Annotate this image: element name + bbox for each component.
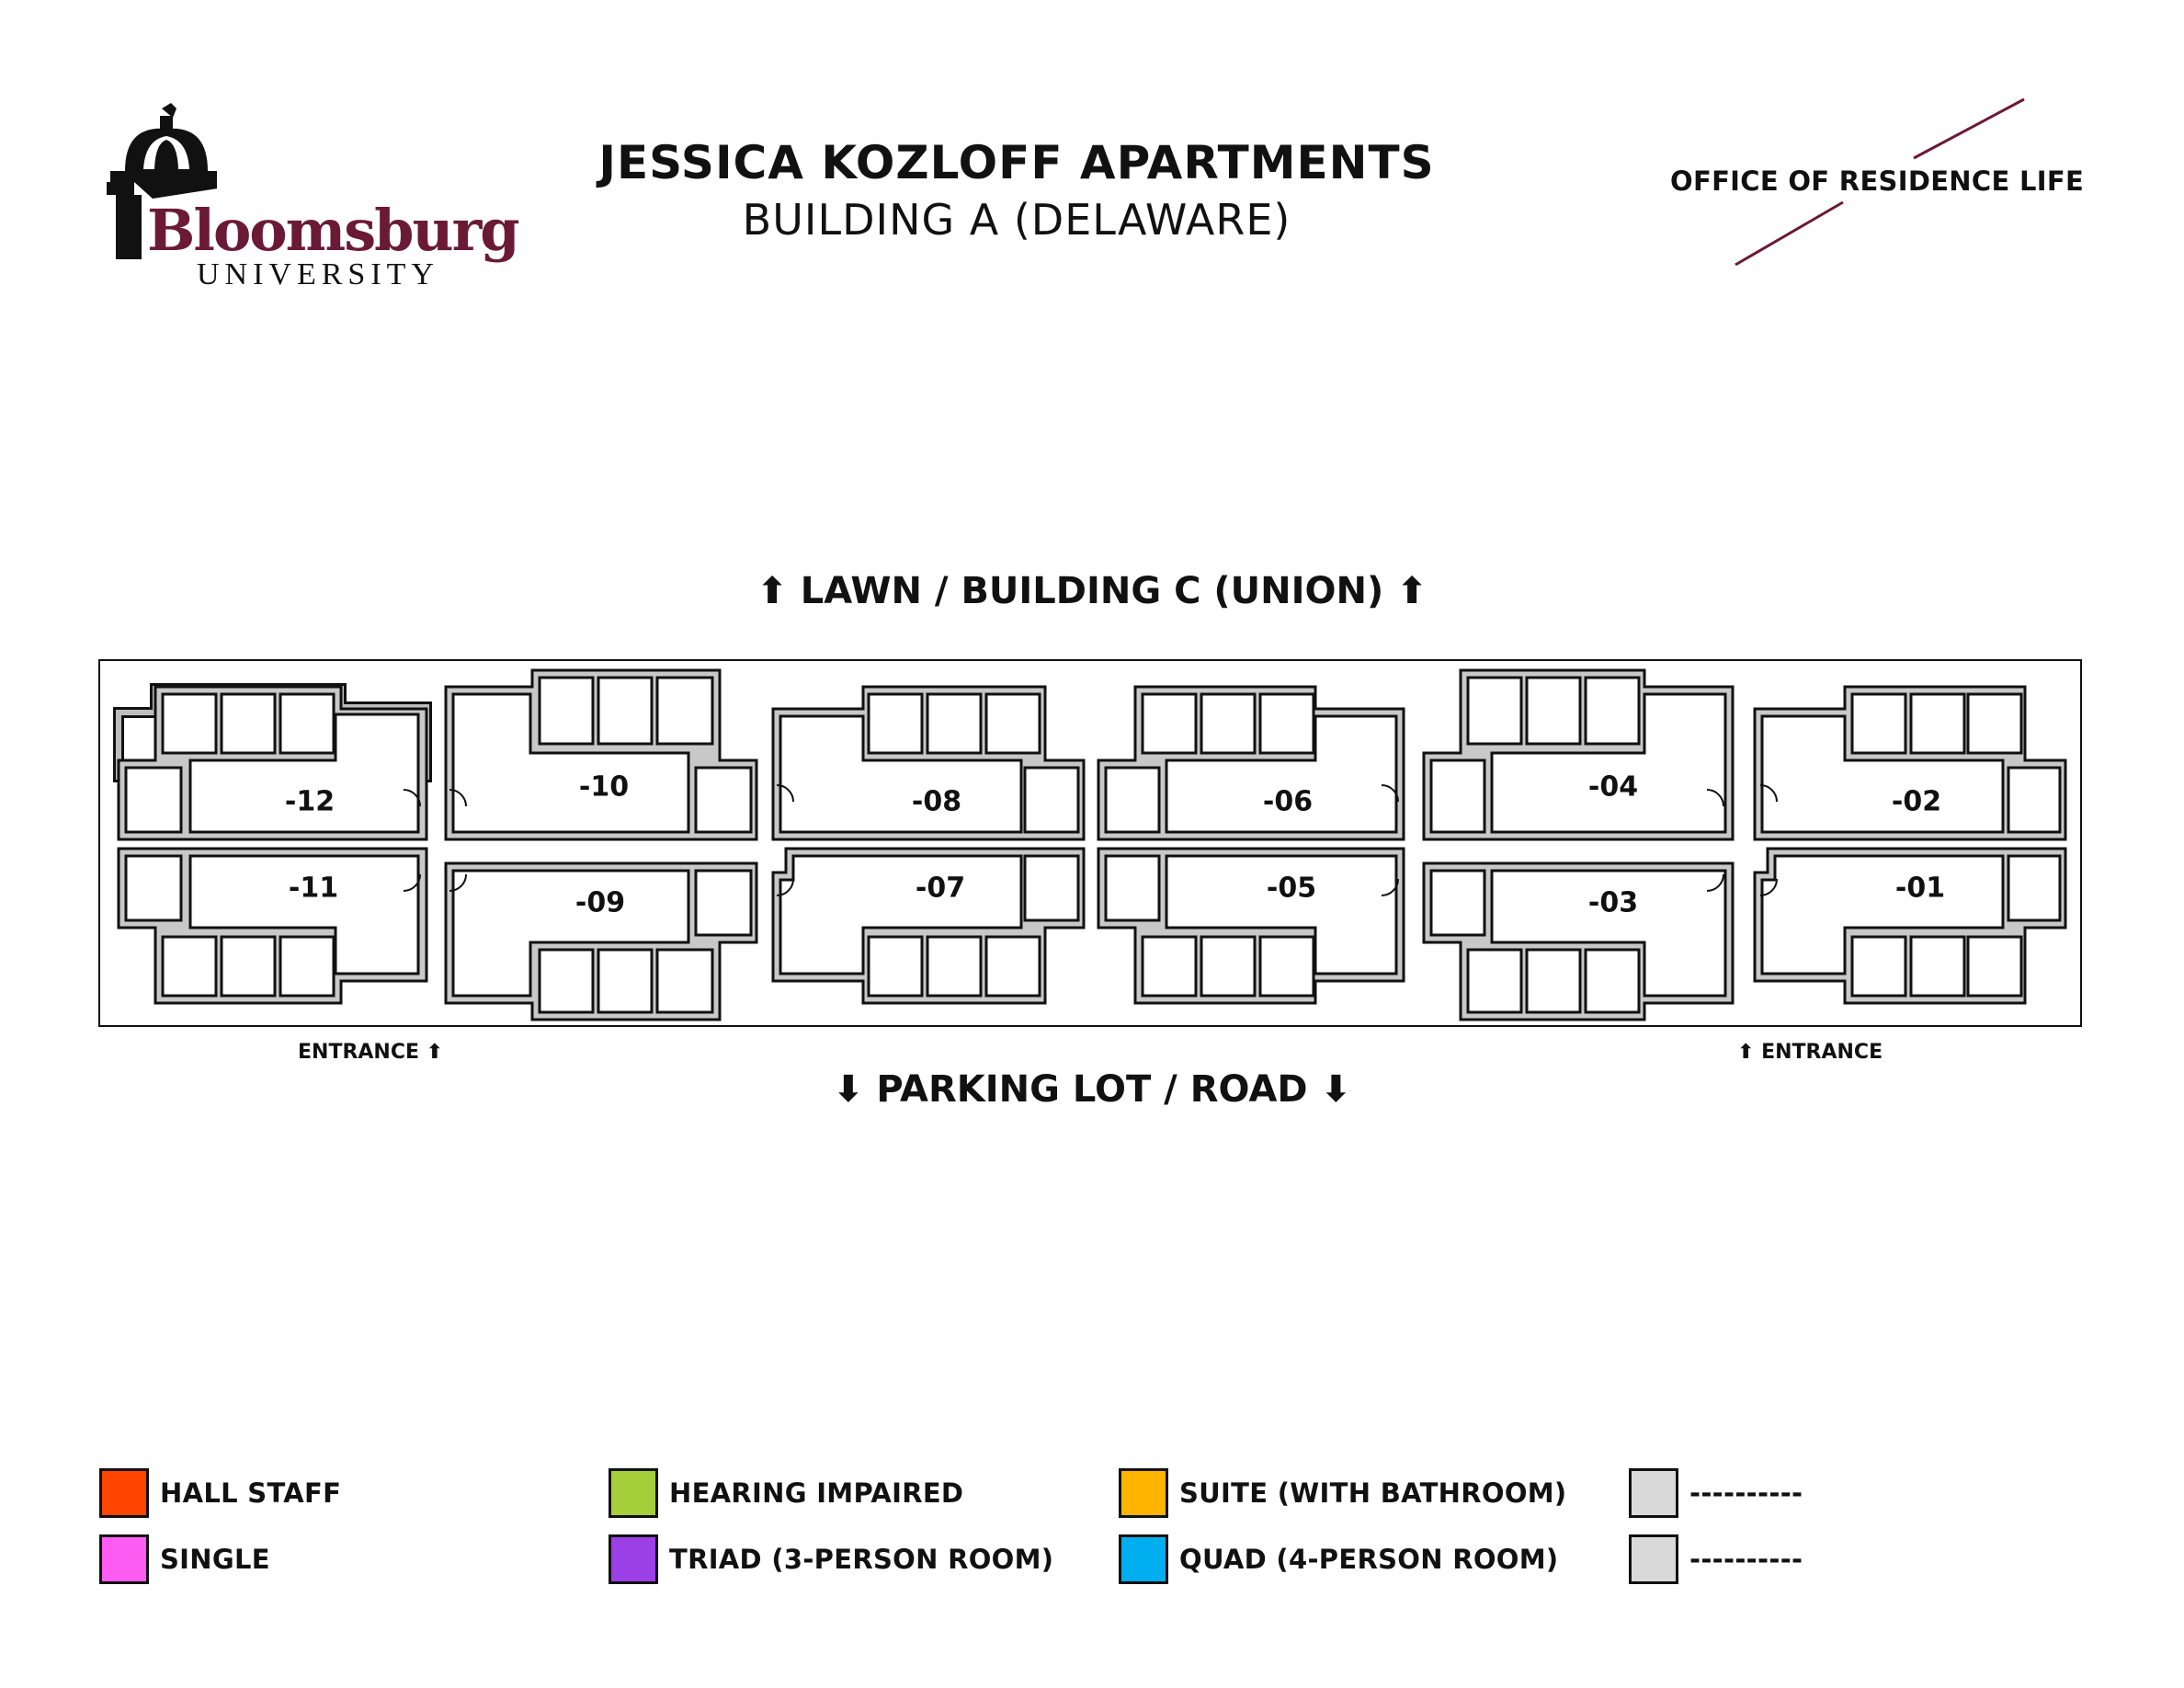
arrow-down-icon: ⬇ — [832, 1068, 864, 1111]
page-subtitle: BUILDING A (DELAWARE) — [742, 195, 1291, 245]
apt-03-plan — [1422, 861, 1735, 1021]
apt-label-01: -01 — [1894, 872, 1946, 905]
arrow-up-icon: ⬆ — [426, 1041, 444, 1064]
arrow-up-icon: ⬆ — [756, 570, 788, 612]
apt-02-plan — [1753, 685, 2067, 841]
legend-triad: TRIAD (3-PERSON ROOM) — [609, 1532, 1053, 1587]
apt-12-plan — [117, 685, 428, 841]
swatch-triad — [609, 1534, 658, 1584]
apt-label-03: -03 — [1587, 886, 1639, 919]
apt-11-plan — [117, 847, 428, 1005]
office-of-residence-life: OFFICE OF RESIDENCE LIFE — [1655, 92, 2114, 276]
logo-wordmark: Bloomsburg — [147, 197, 520, 264]
legend-blank-1: ---------- — [1629, 1466, 1803, 1521]
legend-hearing-impaired: HEARING IMPAIRED — [609, 1466, 963, 1521]
apt-label-08: -08 — [911, 785, 962, 818]
swatch-hearing-impaired — [609, 1468, 658, 1518]
apt-05-plan — [1097, 847, 1405, 1005]
apt-07-plan — [771, 847, 1086, 1005]
direction-bottom-label: PARKING LOT / ROAD — [876, 1068, 1308, 1111]
apt-06-plan — [1097, 685, 1405, 841]
swatch-hall-staff — [99, 1468, 149, 1518]
apt-label-06: -06 — [1262, 785, 1314, 818]
apt-10-plan — [444, 668, 758, 841]
apt-label-11: -11 — [288, 872, 339, 905]
swatch-blank-2 — [1629, 1534, 1678, 1584]
entrance-right: ⬆ ENTRANCE — [1737, 1041, 1883, 1064]
apt-08-plan — [771, 685, 1086, 841]
accent-lines-icon — [1735, 97, 2025, 267]
arrow-up-icon: ⬆ — [1737, 1041, 1755, 1064]
legend-blank-2: ---------- — [1629, 1532, 1803, 1587]
swatch-single — [99, 1534, 149, 1584]
legend-hall-staff: HALL STAFF — [99, 1466, 341, 1521]
arrow-up-icon: ⬆ — [1396, 570, 1428, 612]
entrance-right-label: ENTRANCE — [1761, 1041, 1883, 1064]
swatch-quad — [1119, 1534, 1168, 1584]
entrance-left-label: ENTRANCE — [298, 1041, 419, 1064]
apt-label-04: -04 — [1587, 770, 1639, 804]
apt-09-plan — [444, 861, 758, 1021]
legend-quad: QUAD (4-PERSON ROOM) — [1119, 1532, 1558, 1587]
swatch-blank-1 — [1629, 1468, 1678, 1518]
dome-icon — [107, 103, 217, 259]
entrance-left: ENTRANCE ⬆ — [298, 1041, 443, 1064]
apt-label-02: -02 — [1891, 785, 1942, 818]
apt-01-plan — [1753, 847, 2067, 1005]
apt-label-10: -10 — [578, 770, 630, 804]
door-icons — [403, 784, 1778, 896]
apt-label-09: -09 — [574, 886, 626, 919]
direction-top: ⬆ LAWN / BUILDING C (UNION) ⬆ — [0, 570, 2184, 612]
direction-top-label: LAWN / BUILDING C (UNION) — [800, 570, 1384, 612]
apt-04-plan — [1422, 668, 1735, 841]
direction-bottom: ⬇ PARKING LOT / ROAD ⬇ — [0, 1068, 2184, 1111]
apt-label-07: -07 — [915, 872, 966, 905]
arrow-down-icon: ⬇ — [1320, 1068, 1352, 1111]
swatch-suite — [1119, 1468, 1168, 1518]
page-title: JESSICA KOZLOFF APARTMENTS — [598, 136, 1435, 189]
office-label: OFFICE OF RESIDENCE LIFE — [1670, 165, 2085, 197]
legend-single: SINGLE — [99, 1532, 270, 1587]
apt-label-12: -12 — [284, 785, 336, 818]
logo-subtitle: UNIVERSITY — [197, 257, 439, 291]
bloomsburg-logo: Bloomsburg UNIVERSITY — [92, 92, 520, 303]
legend-suite: SUITE (WITH BATHROOM) — [1119, 1466, 1567, 1521]
apt-label-05: -05 — [1266, 872, 1317, 905]
floor-plan: .wall { fill: #ffffff; stroke: #111; str… — [98, 659, 2082, 1027]
